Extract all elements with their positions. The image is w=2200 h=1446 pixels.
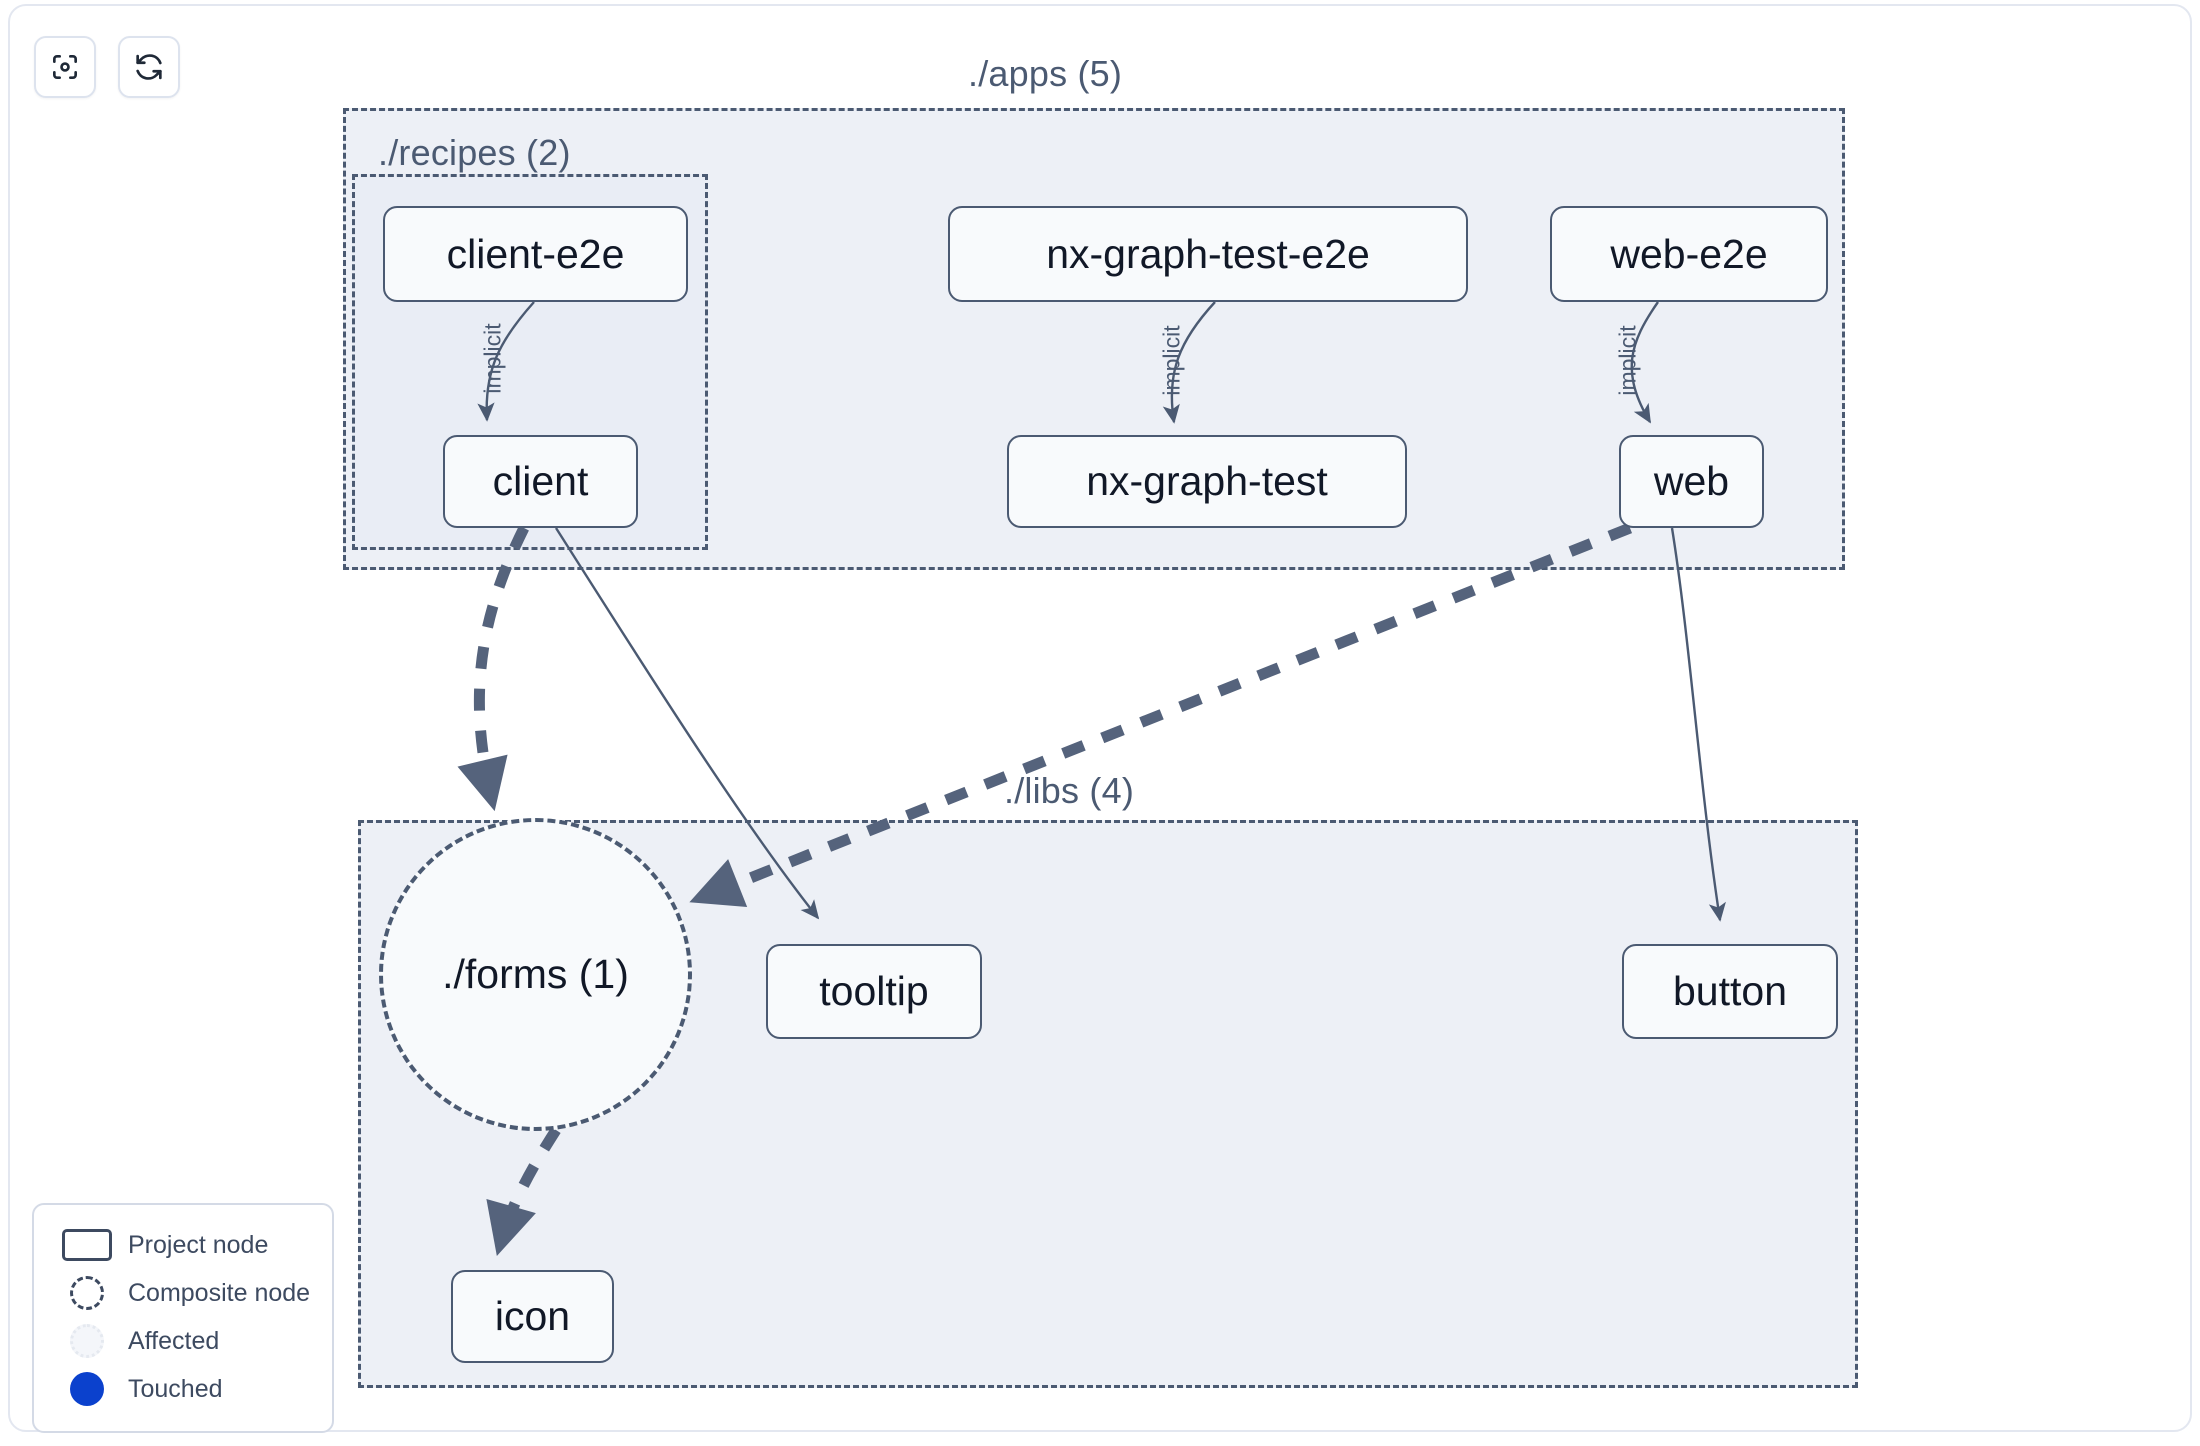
node-nx-graph-test-e2e[interactable]: nx-graph-test-e2e bbox=[948, 206, 1468, 302]
refresh-graph-button[interactable] bbox=[118, 36, 180, 98]
node-tooltip[interactable]: tooltip bbox=[766, 944, 982, 1039]
legend-item-project-node: Project node bbox=[54, 1221, 312, 1269]
affected-swatch bbox=[54, 1324, 120, 1358]
legend-label: Affected bbox=[128, 1326, 220, 1355]
node-label: nx-graph-test bbox=[1086, 458, 1328, 504]
legend-label: Composite node bbox=[128, 1278, 311, 1307]
node-label: client bbox=[492, 458, 589, 504]
node-web-e2e[interactable]: web-e2e bbox=[1550, 206, 1828, 302]
node-label: ./forms (1) bbox=[442, 951, 629, 997]
focus-graph-button[interactable] bbox=[34, 36, 96, 98]
node-button[interactable]: button bbox=[1622, 944, 1838, 1039]
group-recipes-label: ./recipes (2) bbox=[378, 132, 571, 173]
node-nx-graph-test[interactable]: nx-graph-test bbox=[1007, 435, 1407, 528]
legend-item-affected: Affected bbox=[54, 1317, 312, 1365]
node-label: web-e2e bbox=[1610, 230, 1768, 277]
node-label: button bbox=[1673, 968, 1787, 1014]
node-label: nx-graph-test-e2e bbox=[1046, 230, 1370, 277]
graph-legend: Project node Composite node Affected Tou… bbox=[32, 1203, 334, 1433]
graph-toolbar bbox=[34, 36, 180, 98]
node-web[interactable]: web bbox=[1619, 435, 1764, 528]
composite-node-swatch bbox=[54, 1276, 120, 1310]
node-label: tooltip bbox=[819, 968, 929, 1014]
project-node-swatch bbox=[54, 1229, 120, 1261]
group-libs-label: ./libs (4) bbox=[1004, 770, 1135, 811]
node-label: icon bbox=[494, 1293, 571, 1339]
touched-swatch bbox=[54, 1372, 120, 1406]
legend-label: Touched bbox=[128, 1374, 223, 1403]
group-apps-label: ./apps (5) bbox=[968, 53, 1123, 94]
legend-item-touched: Touched bbox=[54, 1365, 312, 1413]
legend-label: Project node bbox=[128, 1230, 269, 1259]
focus-target-icon bbox=[49, 51, 81, 83]
node-icon[interactable]: icon bbox=[451, 1270, 614, 1363]
node-forms-composite[interactable]: ./forms (1) bbox=[379, 818, 692, 1131]
node-client-e2e[interactable]: client-e2e bbox=[383, 206, 688, 302]
refresh-icon bbox=[133, 51, 165, 83]
node-label: web bbox=[1653, 458, 1730, 504]
node-client[interactable]: client bbox=[443, 435, 638, 528]
node-label: client-e2e bbox=[446, 230, 625, 277]
legend-item-composite-node: Composite node bbox=[54, 1269, 312, 1317]
